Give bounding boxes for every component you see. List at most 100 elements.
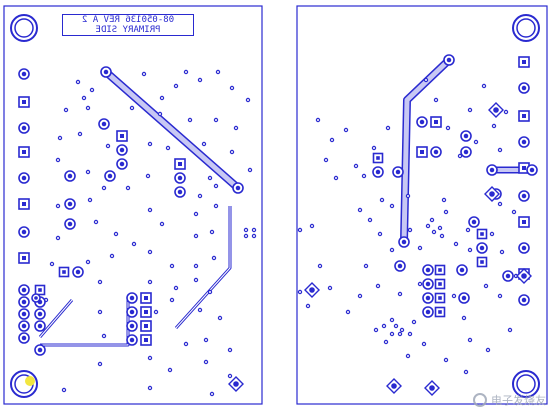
square-pad-center [376,156,380,160]
via-hole [407,195,409,197]
pad-drill [37,347,43,353]
via-hole [215,119,217,121]
via-hole [383,325,385,327]
pad-drill [505,273,511,279]
via-hole [149,387,151,389]
pad-drill [463,133,469,139]
via-hole [205,361,207,363]
via-hole [409,229,411,231]
via-hole [443,199,445,201]
pad-drill [129,309,135,315]
via-hole [195,279,197,281]
power-trace-core [401,57,452,245]
via-hole [235,127,237,129]
square-pad-center [438,282,442,286]
via-hole [375,329,377,331]
diamond-pad-center [233,381,239,387]
square-pad-center [438,268,442,272]
via-hole [335,177,337,179]
via-hole [381,199,383,201]
via-hole [87,171,89,173]
square-pad-center [22,100,26,104]
via-hole [425,79,427,81]
via-hole [505,111,507,113]
via-hole [445,359,447,361]
via-hole [399,333,401,335]
via-hole [391,249,393,251]
via-hole [487,349,489,351]
pad-drill [446,57,452,63]
via-hole [229,349,231,351]
via-hole [87,261,89,263]
via-hole [219,317,221,319]
via-hole [213,257,215,259]
via-hole [199,309,201,311]
square-pad-center [522,166,526,170]
via-hole [445,211,447,213]
via-hole [51,263,53,265]
via-hole [131,107,133,109]
via-hole [205,339,207,341]
via-hole [215,185,217,187]
via-hole [377,285,379,287]
pad-drill [419,119,425,125]
signal-trace-core [175,206,231,329]
diamond-pad-center [429,385,435,391]
via-hole [391,319,393,321]
diamond-pad-center [391,383,397,389]
pad-drill [67,221,73,227]
via-hole [459,155,461,157]
diamond-pad-center [489,191,495,197]
pad-drill [375,169,381,175]
via-hole [307,305,309,307]
pad-drill [129,323,135,329]
via-hole [127,187,129,189]
square-pad-center [480,232,484,236]
via-hole [57,237,59,239]
via-hole [453,295,455,297]
via-hole [253,229,255,231]
via-hole [229,375,231,377]
via-hole [217,71,219,73]
pad-drill [521,193,527,199]
via-hole [435,99,437,101]
via-hole [65,109,67,111]
via-hole [195,265,197,267]
square-pad-center [144,310,148,314]
pad-drill [37,323,43,329]
via-hole [155,311,157,313]
via-hole [347,311,349,313]
via-hole [427,225,429,227]
via-hole [469,339,471,341]
via-hole [99,363,101,365]
pad-drill [21,311,27,317]
via-hole [355,165,357,167]
board-part-number: 08-050136 REV A 2 [81,15,175,25]
via-hole [203,143,205,145]
via-hole [91,89,93,91]
via-hole [299,291,301,293]
square-pad-center [522,220,526,224]
pad-drill [103,69,109,75]
via-hole [99,281,101,283]
via-hole [99,311,101,313]
via-hole [499,295,501,297]
via-hole [215,205,217,207]
pad-drill [177,189,183,195]
via-hole [83,97,85,99]
pad-drill [75,269,81,275]
via-hole [149,209,151,211]
via-hole [491,233,493,235]
pad-drill [21,335,27,341]
square-pad-center [434,120,438,124]
traces-layer [38,56,536,347]
square-pad-center [522,60,526,64]
mounting-hole [10,14,38,42]
via-hole [509,329,511,331]
via-hole [149,251,151,253]
via-hole [455,243,457,245]
via-hole [247,99,249,101]
via-hole [469,109,471,111]
via-hole [169,369,171,371]
pad-drill [129,337,135,343]
